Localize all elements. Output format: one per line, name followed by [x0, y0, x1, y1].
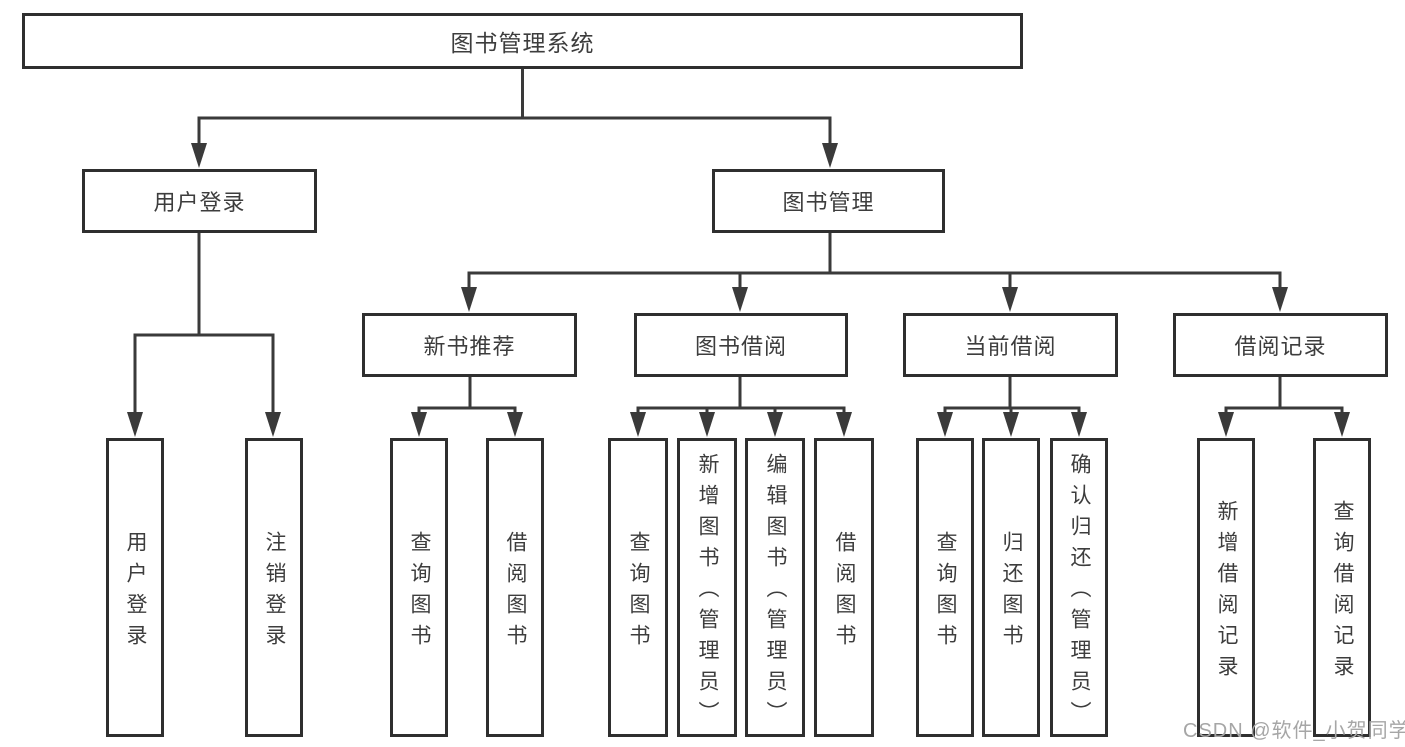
leaf-label: 新增图书（管理员）: [696, 453, 719, 732]
node-label: 当前借阅: [964, 334, 1057, 359]
leaf-query-books: 查询图书: [390, 438, 448, 737]
leaf-user-login: 用户登录: [106, 438, 164, 737]
arrowhead: [836, 412, 852, 437]
csdn-watermark: CSDN @软件_小贺同学: [1183, 720, 1405, 742]
leaf-query-books: 查询图书: [916, 438, 974, 737]
leaf-label: 确认归还（管理员）: [1068, 453, 1091, 732]
leaf-label: 注销登录: [263, 530, 286, 655]
arrowhead: [191, 143, 207, 168]
leaf-label: 用户登录: [124, 530, 147, 655]
arrowhead: [507, 412, 523, 437]
leaf-add-borrow-record: 新增借阅记录: [1197, 438, 1255, 737]
arrowhead: [699, 412, 715, 437]
leaf-label: 查询借阅记录: [1331, 499, 1354, 686]
arrowhead: [1071, 412, 1087, 437]
node-borrowing-records: 借阅记录: [1173, 313, 1388, 377]
arrowhead: [461, 287, 477, 312]
arrowhead: [1002, 287, 1018, 312]
leaf-add-book-admin: 新增图书（管理员）: [677, 438, 737, 737]
leaf-borrow-books: 借阅图书: [814, 438, 874, 737]
arrowhead: [411, 412, 427, 437]
leaf-return-books: 归还图书: [982, 438, 1040, 737]
node-label: 新书推荐: [423, 334, 516, 359]
leaf-label: 编辑图书（管理员）: [764, 453, 787, 732]
arrowhead: [1334, 412, 1350, 437]
arrowhead: [767, 412, 783, 437]
leaf-borrow-books: 借阅图书: [486, 438, 544, 737]
leaf-label: 新增借阅记录: [1215, 499, 1238, 686]
arrowhead: [822, 143, 838, 168]
arrowheads: [127, 143, 1350, 437]
node-current-borrowing: 当前借阅: [903, 313, 1118, 377]
leaf-edit-book-admin: 编辑图书（管理员）: [745, 438, 805, 737]
leaf-label: 查询图书: [408, 530, 431, 655]
leaf-label: 查询图书: [627, 530, 650, 655]
leaf-label: 归还图书: [1000, 530, 1023, 655]
node-book-management: 图书管理: [712, 169, 945, 233]
node-label: 图书管理: [782, 190, 875, 215]
arrowhead: [127, 412, 143, 437]
arrowhead: [265, 412, 281, 437]
leaf-confirm-return-admin: 确认归还（管理员）: [1050, 438, 1108, 737]
leaf-label: 借阅图书: [833, 530, 856, 655]
node-new-book-recommendation: 新书推荐: [362, 313, 577, 377]
leaf-logout: 注销登录: [245, 438, 303, 737]
arrowhead: [937, 412, 953, 437]
leaf-label: 借阅图书: [504, 530, 527, 655]
arrowhead: [1272, 287, 1288, 312]
node-label: 用户登录: [153, 190, 246, 215]
leaf-query-books: 查询图书: [608, 438, 668, 737]
node-label: 图书借阅: [694, 334, 787, 359]
node-library-management-system: 图书管理系统: [22, 13, 1023, 69]
node-label: 借阅记录: [1234, 334, 1327, 359]
node-book-borrowing: 图书借阅: [634, 313, 848, 377]
arrowhead: [1218, 412, 1234, 437]
leaf-label: 查询图书: [934, 530, 957, 655]
node-user-login: 用户登录: [82, 169, 317, 233]
arrowhead: [630, 412, 646, 437]
arrowhead: [732, 287, 748, 312]
leaf-query-borrow-record: 查询借阅记录: [1313, 438, 1371, 737]
node-label: 图书管理系统: [450, 30, 595, 56]
arrowhead: [1003, 412, 1019, 437]
